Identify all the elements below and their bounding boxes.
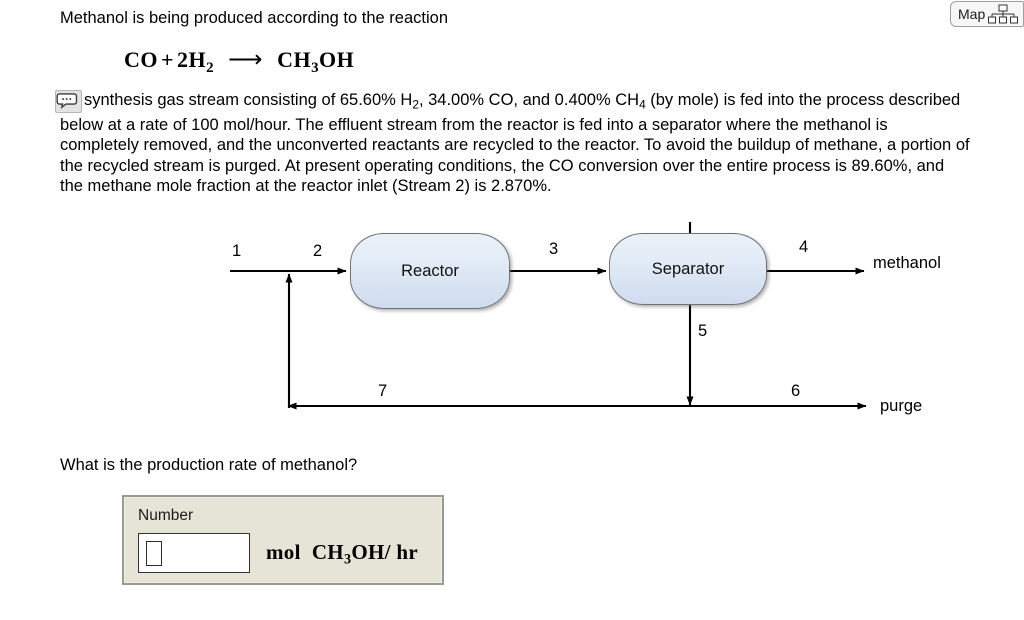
stream-label-2: 2 (313, 242, 323, 260)
stream-label-5: 5 (698, 322, 708, 340)
equation-reactant-2-coeff: 2 (177, 47, 189, 72)
separator-unit: Separator (609, 233, 767, 305)
purge-output-label: purge (880, 397, 923, 415)
h2-subscript: 2 (412, 97, 419, 112)
equation-arrow-icon: ⟶ (228, 47, 264, 73)
equation-reactant-1: CO (124, 47, 158, 72)
process-flow-diagram (0, 222, 1024, 432)
comment-bubble-icon[interactable] (55, 90, 82, 113)
units-formula-sub: 3 (343, 551, 352, 568)
question-text: What is the production rate of methanol? (60, 456, 358, 474)
answer-field-label: Number (138, 507, 194, 524)
equation-product-sub: 3 (311, 59, 320, 76)
units-formula: CH (311, 540, 344, 564)
methanol-output-label: methanol (873, 254, 941, 272)
reactor-unit: Reactor (350, 233, 510, 309)
equation-reactant-2-sub: 2 (206, 59, 215, 76)
separator-label: Separator (651, 259, 725, 278)
answer-number-input[interactable] (138, 533, 250, 573)
stream-label-6: 6 (791, 382, 801, 400)
units-suffix: / hr (384, 540, 418, 564)
map-button-label: Map (958, 6, 986, 22)
map-button[interactable]: Map (950, 1, 1024, 27)
stream-label-3: 3 (549, 240, 559, 258)
reaction-equation: CO+2H2 ⟶ CH3OH (124, 47, 354, 81)
intro-line: Methanol is being produced according to … (60, 9, 448, 27)
equation-product: CH (277, 47, 312, 72)
stream-label-1: 1 (232, 242, 242, 260)
problem-text-part-1: synthesis gas stream consisting of 65.60… (84, 91, 413, 109)
reactor-label: Reactor (401, 261, 459, 280)
answer-units-label: mol CH3OH/ hr (266, 539, 418, 573)
units-prefix: mol (266, 540, 301, 564)
equation-reactant-2: H (188, 47, 207, 72)
ch4-subscript: 4 (639, 97, 646, 112)
equation-plus: + (161, 47, 175, 72)
problem-statement: synthesis gas stream consisting of 65.60… (60, 90, 970, 197)
stream-label-7: 7 (378, 382, 388, 400)
problem-text-part-2: , 34.00% CO, and 0.400% CH (418, 91, 640, 109)
units-formula-tail: OH (351, 540, 385, 564)
equation-product-tail: OH (319, 47, 355, 72)
hierarchy-icon (988, 4, 1019, 24)
stream-label-4: 4 (799, 238, 809, 256)
problem-text-part-3: (by mole) is fed into the process descri… (60, 91, 970, 196)
answer-panel: Number mol CH3OH/ hr (122, 495, 444, 585)
